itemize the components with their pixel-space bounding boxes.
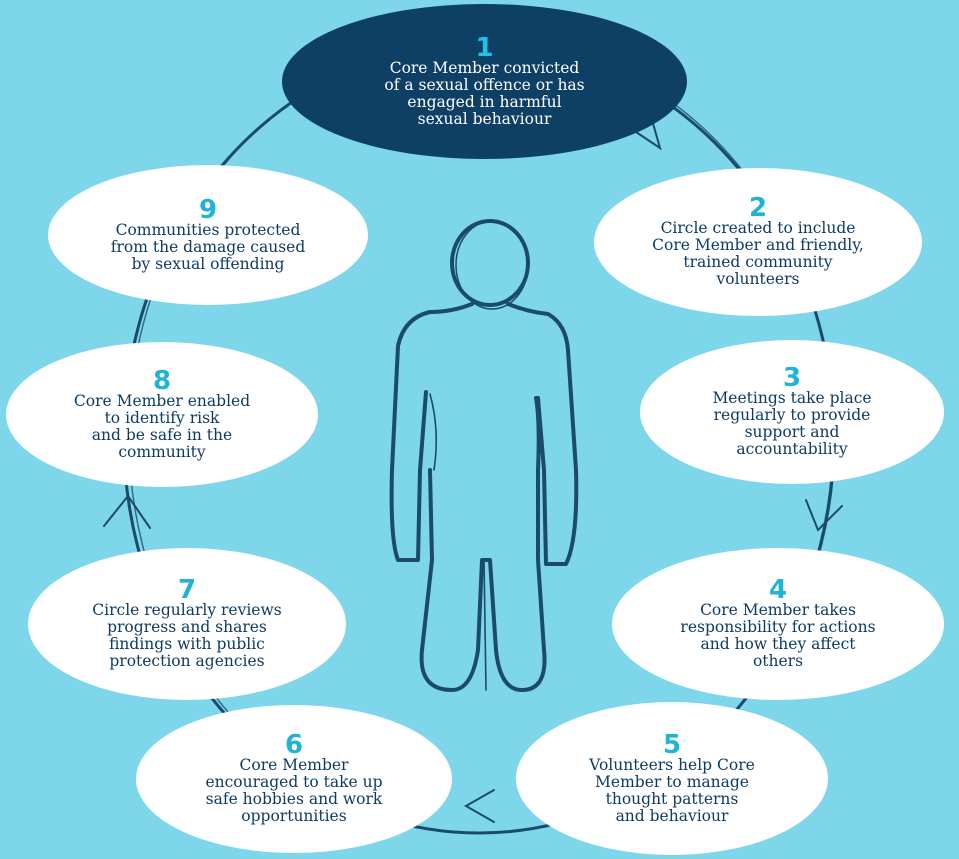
step-number: 6 — [284, 730, 304, 760]
step-node-6: 6 Core Member encouraged to take up safe… — [136, 705, 452, 853]
step-number: 1 — [475, 32, 494, 63]
step-text: Core Member convicted of a sexual offenc… — [384, 58, 585, 128]
step-text: Meetings take place regularly to provide… — [712, 389, 872, 458]
arrow-icon — [635, 119, 662, 151]
step-number: 5 — [662, 729, 682, 760]
step-text: Circle regularly reviews progress and sh… — [92, 601, 282, 670]
step-number: 7 — [177, 575, 197, 605]
person-outline-icon — [389, 219, 579, 692]
step-text: Core Member takes responsibility for act… — [680, 601, 876, 670]
step-node-3: 3 Meetings take place regularly to provi… — [640, 340, 944, 484]
step-number: 8 — [152, 365, 172, 396]
step-number: 9 — [198, 194, 218, 225]
step-text: Circle created to include Core Member an… — [652, 219, 864, 288]
step-text: Volunteers help Core Member to manage th… — [589, 755, 755, 825]
step-number: 3 — [782, 363, 802, 393]
step-node-9: 9 Communities protected from the damage … — [48, 165, 368, 305]
step-node-7: 7 Circle regularly reviews progress and … — [28, 548, 346, 700]
arrow-icon — [805, 499, 843, 532]
step-node-1: 1 Core Member convicted of a sexual offe… — [282, 4, 687, 159]
step-text: Communities protected from the damage ca… — [110, 220, 306, 273]
step-node-8: 8 Core Member enabled to identify risk a… — [6, 342, 318, 487]
step-number: 4 — [768, 575, 788, 605]
step-node-5: 5 Volunteers help Core Member to manage … — [516, 702, 828, 855]
step-node-2: 2 Circle created to include Core Member … — [594, 168, 922, 316]
step-text: Core Member enabled to identify risk and… — [73, 391, 251, 461]
arrow-icon — [463, 789, 495, 823]
step-node-4: 4 Core Member takes responsibility for a… — [612, 548, 944, 700]
step-number: 2 — [748, 193, 768, 223]
arrow-icon — [103, 494, 151, 529]
step-text: Core Member encouraged to take up safe h… — [205, 756, 383, 825]
